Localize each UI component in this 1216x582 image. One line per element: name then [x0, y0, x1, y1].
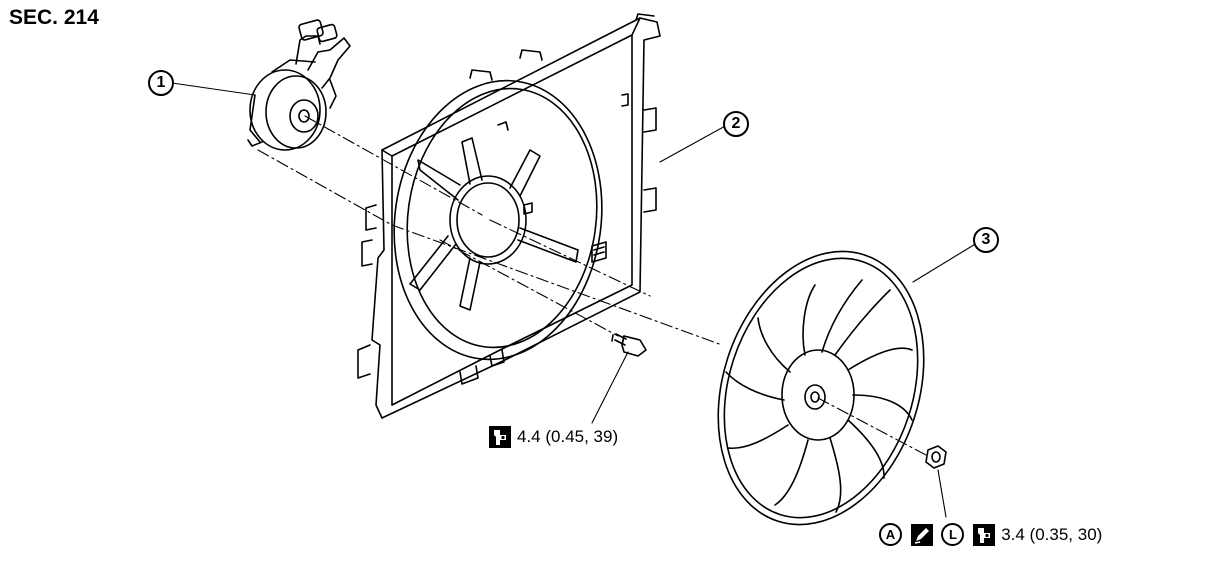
- fan-blade-nut: [925, 445, 947, 469]
- nut-torque-value: 3.4 (0.35, 30): [1001, 524, 1103, 544]
- callout-3: 3: [973, 227, 999, 253]
- torque-wrench-icon: [973, 523, 996, 546]
- fan-motor: [247, 19, 351, 151]
- callout-2: 2: [723, 111, 749, 137]
- callout-1: 1: [148, 70, 174, 96]
- bolt-torque-spec: 4.4 (0.45, 39): [489, 426, 618, 448]
- nut-torque-spec: A L 3.4 (0.35, 30): [879, 523, 1102, 546]
- fan-shroud: [357, 13, 661, 419]
- section-code: SEC. 214: [9, 6, 99, 29]
- torque-wrench-icon: [489, 426, 511, 448]
- mounting-bolt: [611, 333, 647, 357]
- always-replace-icon: A: [879, 523, 902, 546]
- leader-lines: [171, 82, 978, 518]
- bolt-torque-value: 4.4 (0.45, 39): [517, 427, 619, 446]
- locking-sealant-icon: [910, 523, 933, 546]
- fan-blade: [717, 250, 925, 526]
- lubricate-icon: L: [941, 523, 965, 546]
